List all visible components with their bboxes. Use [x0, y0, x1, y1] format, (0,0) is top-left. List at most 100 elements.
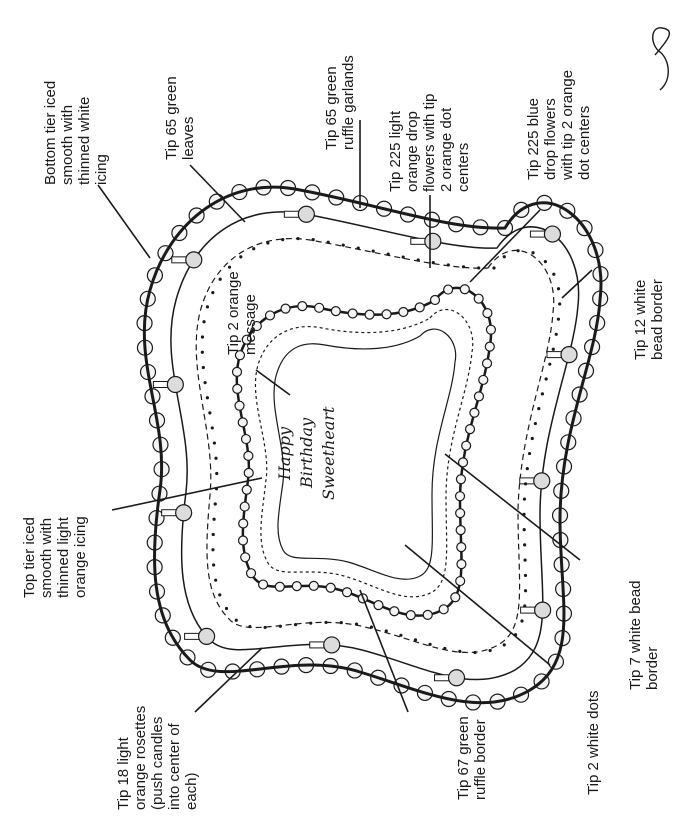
white-dot: [225, 607, 228, 610]
label-top-tier-line-4: orange icing: [72, 516, 89, 598]
label-tip225-orange-line-1: Tip 225 light: [387, 110, 404, 192]
label-tip18-line-4: into center of: [166, 722, 183, 810]
rosette: [176, 505, 192, 521]
label-tip7: Tip 7 white bead border: [627, 580, 661, 690]
small-bead: [474, 392, 483, 401]
rosette-with-candle: [547, 347, 577, 363]
white-dot: [557, 287, 560, 290]
label-tip225-orange-line-3: flowers with tip: [421, 94, 438, 192]
cake-message-line-3: Sweetheart: [319, 406, 338, 500]
rosette-with-candle: [172, 252, 202, 268]
small-bead: [406, 611, 415, 620]
small-bead: [423, 610, 432, 619]
rosette: [544, 226, 560, 242]
white-dot: [228, 266, 231, 269]
white-dot: [399, 634, 402, 637]
rosette-with-candle: [435, 670, 465, 686]
white-dot: [524, 574, 527, 577]
small-bead: [470, 408, 479, 417]
small-bead: [399, 307, 408, 316]
rosette-with-candle: [530, 226, 560, 242]
white-dot: [492, 266, 495, 269]
white-dot: [526, 467, 529, 470]
rosette: [561, 347, 577, 363]
white-dot: [555, 333, 558, 336]
rosette: [167, 377, 183, 393]
white-dot: [428, 643, 431, 646]
corner-scribble-mark: [653, 28, 670, 90]
white-dot: [372, 249, 375, 252]
white-dot: [206, 396, 209, 399]
white-dot: [214, 502, 217, 505]
label-tip225-orange-line-5: centers: [455, 143, 472, 192]
white-dot: [523, 543, 526, 546]
white-dot: [370, 626, 373, 629]
rosette: [535, 602, 551, 618]
cake-message-line-2: Birthday: [297, 417, 316, 489]
white-dot: [528, 452, 531, 455]
bottom-tier-outline: [144, 187, 601, 703]
rosette: [324, 637, 340, 653]
rosette-with-candle: [185, 628, 215, 644]
rosette: [298, 206, 314, 222]
cake-message: Happy Birthday Sweetheart: [275, 406, 338, 500]
label-top-tier: Top tier iced smooth with thinned light …: [21, 516, 89, 598]
small-bead: [483, 359, 492, 368]
label-tip225-blue: Tip 225 blue drop flowers with tip 2 ora…: [525, 70, 593, 181]
white-dot: [432, 261, 435, 264]
white-dot: [201, 335, 204, 338]
rosette-with-candle: [153, 377, 183, 393]
white-dot: [218, 593, 221, 596]
small-bead: [451, 593, 460, 602]
label-bottom-tier: Bottom tier iced smooth with thinned whi…: [42, 81, 110, 185]
rosette: [425, 233, 441, 249]
small-bead: [456, 526, 465, 535]
small-bead: [275, 582, 284, 591]
label-tip18-line-3: (push candles: [149, 717, 166, 810]
small-bead: [238, 418, 247, 427]
white-dot: [312, 238, 315, 241]
small-bead: [456, 492, 465, 501]
white-dot: [211, 426, 214, 429]
white-dot: [552, 348, 555, 351]
rosette: [199, 628, 215, 644]
small-bead: [474, 294, 483, 303]
white-dot: [531, 437, 534, 440]
small-bead: [382, 310, 391, 319]
leader-tip18: [195, 648, 262, 712]
leader-bottom-tier: [98, 185, 150, 258]
label-tip67-line-1: Tip 67 green: [455, 716, 472, 800]
white-dot: [279, 625, 282, 628]
label-bottom-tier-line-1: Bottom tier iced: [42, 81, 59, 185]
white-dot: [202, 366, 205, 369]
small-bead: [486, 325, 495, 334]
label-top-tier-line-3: thinned light: [55, 516, 72, 598]
small-bead: [240, 502, 249, 511]
small-bead: [348, 309, 357, 318]
label-tip225-orange-line-4: 2 orange dot: [438, 107, 455, 192]
white-dot: [534, 422, 537, 425]
small-bead: [326, 583, 335, 592]
white-dot: [531, 251, 534, 254]
small-bead: [365, 310, 374, 319]
leader-tip2-message: [256, 370, 290, 395]
white-dot: [219, 278, 222, 281]
white-dot: [327, 241, 330, 244]
small-bead: [235, 401, 244, 410]
white-dot: [248, 625, 251, 628]
white-dot: [557, 318, 560, 321]
white-dot: [523, 528, 526, 531]
small-bead: [247, 569, 256, 578]
white-dot: [264, 626, 267, 629]
white-dot: [523, 559, 526, 562]
label-bottom-tier-line-4: icing: [93, 154, 110, 185]
small-bead: [457, 560, 466, 569]
white-dot: [342, 243, 345, 246]
small-bead: [244, 451, 253, 460]
white-dot: [215, 472, 218, 475]
label-top-tier-line-1: Top tier iced: [21, 517, 38, 598]
label-tip2-message-line-2: message: [242, 294, 259, 355]
small-bead: [415, 303, 424, 312]
white-dot: [214, 579, 217, 582]
label-bottom-tier-line-2: smooth with: [59, 105, 76, 185]
